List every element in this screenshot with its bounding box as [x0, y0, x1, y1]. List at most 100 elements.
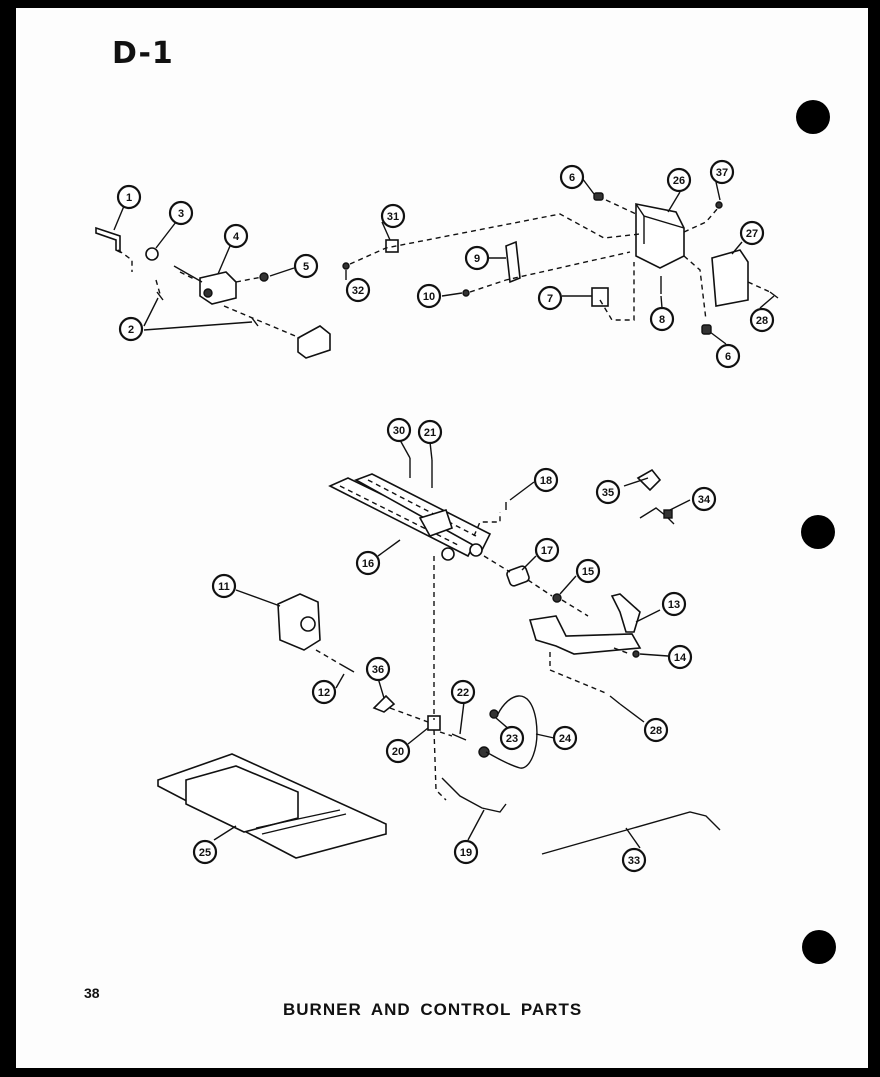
- svg-text:19: 19: [460, 847, 472, 859]
- connector-dashed: [747, 281, 771, 293]
- part-7-relay: [591, 287, 609, 307]
- connector-dashed: [483, 555, 511, 573]
- part-16-burner-end: [469, 543, 483, 557]
- connector-dashed: [223, 305, 301, 339]
- part-16-burner: [354, 473, 492, 552]
- part-15-nut: [552, 593, 562, 603]
- svg-text:8: 8: [659, 314, 665, 326]
- part-13-manifold: [528, 615, 642, 655]
- callout-20: 20: [385, 738, 411, 764]
- svg-text:6: 6: [725, 351, 731, 363]
- part-13-upright: [610, 593, 641, 633]
- svg-text:17: 17: [541, 545, 553, 557]
- callout-25: 25: [192, 839, 218, 865]
- callout-2: 2: [118, 316, 144, 342]
- connector-dashed: [599, 262, 635, 321]
- part-17-orifice: [506, 565, 530, 587]
- part-19-pilot-tube: [441, 777, 507, 813]
- part-27-cover: [711, 249, 749, 307]
- callout-19: 19: [453, 839, 479, 865]
- svg-text:21: 21: [424, 427, 436, 439]
- part-6-grommet: [701, 324, 712, 335]
- svg-text:12: 12: [318, 687, 330, 699]
- callout-9: 9: [464, 245, 490, 271]
- part-2-screw: [251, 317, 259, 327]
- part-2-screw: [156, 291, 164, 301]
- svg-text:33: 33: [628, 855, 640, 867]
- svg-text:11: 11: [218, 581, 230, 593]
- page-title: BURNER AND CONTROL PARTS: [283, 1000, 583, 1019]
- callout-32: 32: [345, 277, 371, 303]
- part-11-gas-valve: [277, 593, 321, 651]
- svg-text:32: 32: [352, 285, 364, 297]
- callout-10: 10: [416, 283, 442, 309]
- svg-text:7: 7: [547, 293, 553, 305]
- callout-6: 6: [715, 343, 741, 369]
- svg-text:10: 10: [423, 291, 435, 303]
- part-11-valve-dial: [300, 616, 316, 632]
- part-37-screw: [715, 201, 723, 209]
- connector-dashed: [389, 707, 429, 723]
- svg-text:3: 3: [178, 208, 184, 220]
- callout-30: 30: [386, 417, 412, 443]
- svg-text:9: 9: [474, 253, 480, 265]
- part-34-wire: [639, 507, 675, 525]
- part-16-burner-plate: [418, 509, 454, 537]
- svg-text:6: 6: [569, 172, 575, 184]
- part-33-rod: [541, 811, 721, 855]
- svg-text:36: 36: [372, 664, 384, 676]
- connector-dashed: [469, 251, 631, 293]
- part-10-screw: [462, 289, 470, 297]
- part-5-nut: [259, 272, 269, 282]
- connector-dashed: [613, 647, 631, 655]
- part-36-igniter: [372, 694, 396, 713]
- callout-6: 6: [559, 164, 585, 190]
- connector-dashed: [527, 579, 553, 597]
- part-4-valve: [199, 271, 237, 305]
- part-22-screw: [451, 733, 467, 741]
- callout-11: 11: [211, 573, 237, 599]
- page-code: D-1: [112, 36, 174, 71]
- svg-text:31: 31: [387, 211, 399, 223]
- svg-text:30: 30: [393, 425, 405, 437]
- svg-text:34: 34: [698, 494, 711, 506]
- connector-dashed: [683, 207, 719, 233]
- callout-5: 5: [293, 253, 319, 279]
- svg-text:1: 1: [126, 192, 132, 204]
- part-24-thermocouple: [485, 695, 538, 769]
- svg-text:24: 24: [559, 733, 572, 745]
- connector-dashed: [349, 213, 641, 265]
- part-16-burner-end: [441, 547, 455, 561]
- connector-dashed: [235, 276, 263, 283]
- part-16-burner-slot: [367, 479, 477, 537]
- svg-text:14: 14: [674, 652, 687, 664]
- part-25-panel-window: [185, 765, 299, 833]
- part-16-burner-slot: [339, 485, 461, 547]
- svg-text:28: 28: [650, 725, 662, 737]
- part-28-screw: [769, 291, 779, 299]
- connector-dashed: [117, 249, 161, 295]
- callout-18: 18: [533, 467, 559, 493]
- connector-dashed: [315, 649, 341, 665]
- part-35-knob: [636, 468, 662, 492]
- callout-36: 36: [365, 656, 391, 682]
- callout-13: 13: [661, 591, 687, 617]
- leader-lines: [113, 177, 775, 849]
- callout-28: 28: [749, 307, 775, 333]
- svg-text:15: 15: [582, 566, 594, 578]
- callout-14: 14: [667, 644, 693, 670]
- callout-1: 1: [116, 184, 142, 210]
- page-number: 38: [84, 985, 100, 1001]
- connector-dashed: [433, 556, 447, 801]
- part-4-valve-knob: [203, 288, 213, 298]
- part-23-nut: [489, 709, 499, 719]
- callout-17: 17: [534, 537, 560, 563]
- callout-16: 16: [355, 550, 381, 576]
- svg-text:13: 13: [668, 599, 680, 611]
- callout-3: 3: [168, 200, 194, 226]
- svg-text:16: 16: [362, 558, 374, 570]
- callout-15: 15: [575, 558, 601, 584]
- part-cover-plate: [297, 325, 331, 359]
- callout-35: 35: [595, 479, 621, 505]
